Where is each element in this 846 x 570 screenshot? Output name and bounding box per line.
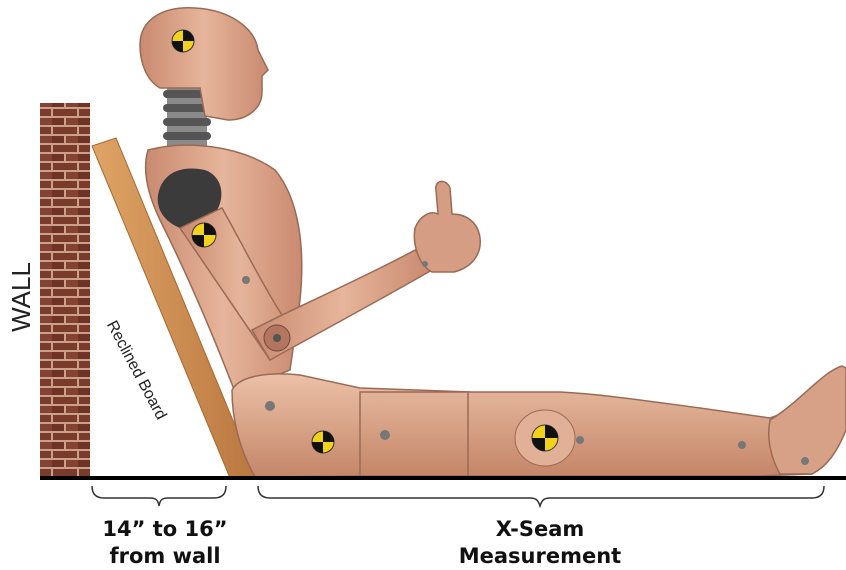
distance-caption-line2: from wall [60,543,270,570]
target-head [172,30,194,52]
dummy-hand [414,181,480,272]
brick-wall [40,103,90,478]
x-seam-brace [258,486,824,506]
x-seam-caption-line1: X-Seam [380,516,700,543]
target-hip [312,431,334,453]
target-knee [532,425,558,451]
wall-label: WALL [6,262,37,332]
distance-caption-line1: 14” to 16” [60,516,270,543]
distance-caption: 14” to 16” from wall [60,516,270,570]
dummy-head [140,8,268,120]
target-shoulder [192,223,216,247]
crash-test-dummy [140,8,846,477]
floor-line [40,476,846,480]
x-seam-caption: X-Seam Measurement [380,516,700,570]
distance-brace [92,486,226,506]
x-seam-caption-line2: Measurement [380,543,700,570]
